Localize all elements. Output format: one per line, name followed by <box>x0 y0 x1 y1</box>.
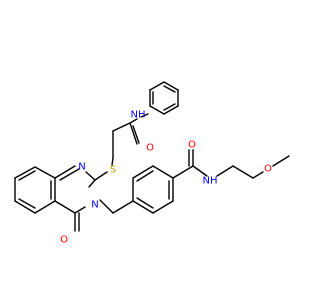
pyrimidinone-ring <box>54 165 96 214</box>
benzene-ring-center <box>132 165 174 214</box>
phenyl-ring-top <box>149 81 179 115</box>
benzo-ring <box>14 166 56 214</box>
molecule-canvas: NH O S N N O O NH O <box>14 81 290 246</box>
atom-n-ring-1: N <box>78 162 85 173</box>
methoxyethyl-chain <box>216 155 290 179</box>
atom-o-amide-top: O <box>146 143 154 154</box>
atom-n-ring-3: N <box>91 200 98 211</box>
atom-s-thioether: S <box>110 165 116 176</box>
atom-o-quinazolinone: O <box>60 235 68 246</box>
amide-group-top <box>112 118 140 145</box>
benzamide-group <box>172 149 208 179</box>
ring-carbonyl <box>74 212 80 232</box>
atom-o-methoxy: O <box>264 164 272 175</box>
bond-s-ring <box>94 171 108 181</box>
structure-diagram: NH O S N N O O NH O <box>14 81 290 246</box>
atom-nh-amide-top: NH <box>131 110 146 121</box>
atom-o-benzamide: O <box>188 140 196 151</box>
bond-nh-phenyl <box>140 113 149 118</box>
benzyl-linker <box>99 199 134 214</box>
thioether-chain <box>111 130 114 166</box>
atom-nh-benzamide: NH <box>203 176 218 187</box>
